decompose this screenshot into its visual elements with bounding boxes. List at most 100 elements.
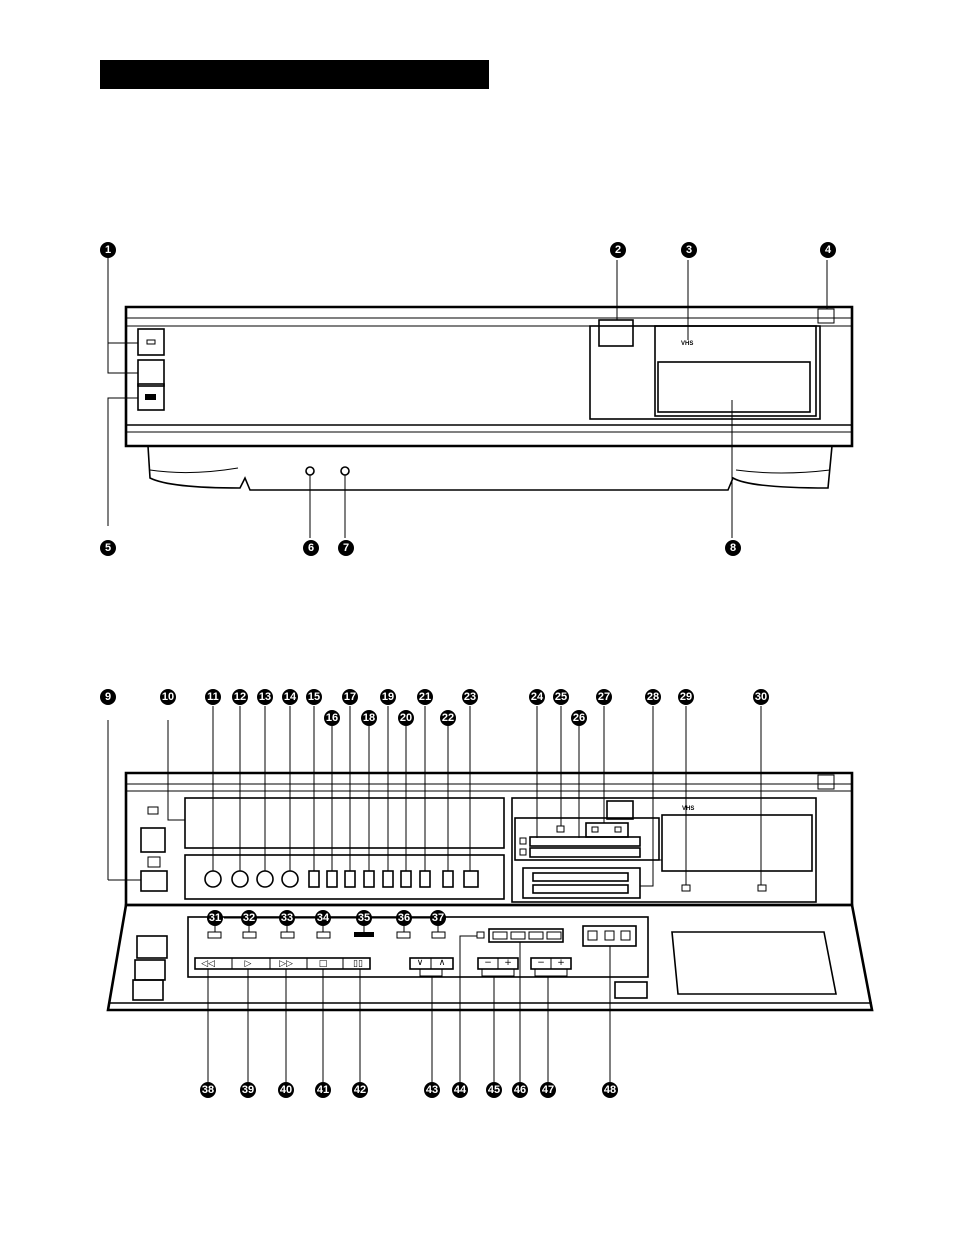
cassette-flap-button[interactable]	[599, 320, 633, 346]
callout-22: 22	[440, 710, 456, 726]
svg-text:2: 2	[615, 244, 621, 256]
svg-text:32: 32	[243, 912, 255, 924]
switch-16[interactable]	[327, 871, 337, 887]
knob-12[interactable]	[232, 871, 248, 887]
button-35[interactable]	[354, 932, 374, 937]
svg-text:47: 47	[542, 1084, 554, 1096]
indicator-25	[557, 826, 564, 832]
svg-text:5: 5	[105, 542, 111, 554]
play-button[interactable]: ▷	[245, 959, 252, 969]
callout-5: 5	[100, 540, 116, 556]
svg-text:46: 46	[514, 1084, 526, 1096]
callout-44: 44	[452, 1082, 468, 1098]
callout-33: 33	[279, 910, 295, 926]
button-33[interactable]	[281, 932, 294, 938]
button-31[interactable]	[208, 932, 221, 938]
svg-text:14: 14	[284, 691, 297, 703]
callout-8: 8	[725, 540, 741, 556]
knob-14[interactable]	[282, 871, 298, 887]
fast-forward-button[interactable]: ▷▷	[279, 959, 293, 969]
svg-text:36: 36	[398, 912, 410, 924]
callout-9: 9	[100, 689, 116, 705]
mode-buttons	[583, 926, 636, 946]
callout-27: 27	[596, 689, 612, 705]
knob-13[interactable]	[257, 871, 273, 887]
display-window	[658, 362, 810, 412]
pause-button[interactable]: ▯▯	[353, 959, 363, 969]
svg-text:37: 37	[432, 912, 444, 924]
switch-17[interactable]	[345, 871, 355, 887]
mic-jack[interactable]	[341, 467, 349, 475]
svg-text:26: 26	[573, 712, 585, 724]
svg-text:33: 33	[281, 912, 293, 924]
transport-panel	[188, 917, 648, 977]
button-34[interactable]	[317, 932, 330, 938]
slider-d[interactable]	[533, 885, 628, 893]
stop-button[interactable]: □	[319, 959, 328, 969]
switch-15[interactable]	[309, 871, 319, 887]
svg-text:16: 16	[326, 712, 338, 724]
side-button-a[interactable]	[137, 936, 167, 958]
callout-7: 7	[338, 540, 354, 556]
switch-18[interactable]	[364, 871, 374, 887]
switch-19[interactable]	[383, 871, 393, 887]
callout-21: 21	[417, 689, 433, 705]
svg-text:31: 31	[209, 912, 221, 924]
memory-buttons	[489, 929, 563, 942]
slider-a[interactable]	[530, 837, 640, 846]
display-window-2	[662, 815, 812, 871]
switch-21[interactable]	[420, 871, 430, 887]
plus-button-45[interactable]: +	[504, 958, 512, 968]
button-23[interactable]	[464, 871, 478, 887]
callout-25: 25	[553, 689, 569, 705]
callout-39: 39	[240, 1082, 256, 1098]
front-base	[148, 446, 832, 490]
button-32[interactable]	[243, 932, 256, 938]
callout-45: 45	[486, 1082, 502, 1098]
svg-text:15: 15	[308, 691, 320, 703]
slider-c[interactable]	[533, 873, 628, 881]
switch-22[interactable]	[443, 871, 453, 887]
cassette-flap-button-2[interactable]	[607, 801, 633, 819]
callout-6: 6	[303, 540, 319, 556]
callout-13: 13	[257, 689, 273, 705]
callout-10: 10	[160, 689, 176, 705]
timer-button[interactable]	[138, 360, 164, 386]
cover-button[interactable]	[615, 982, 647, 998]
minus-button-47[interactable]: −	[537, 958, 545, 968]
callout-35: 35	[356, 910, 372, 926]
callout-31: 31	[207, 910, 223, 926]
callout-41: 41	[315, 1082, 331, 1098]
channel-up-button[interactable]: ∧	[439, 958, 446, 968]
callout-16: 16	[324, 710, 340, 726]
callout-37: 37	[430, 910, 446, 926]
power-button-2[interactable]	[141, 828, 165, 852]
front-view: VHS	[108, 248, 852, 538]
side-button-b[interactable]	[135, 960, 165, 980]
plus-button-47[interactable]: +	[557, 958, 565, 968]
callout-34: 34	[315, 910, 331, 926]
button-36[interactable]	[397, 932, 410, 938]
switch-20[interactable]	[401, 871, 411, 887]
svg-text:27: 27	[598, 691, 610, 703]
side-button-c[interactable]	[133, 980, 163, 1000]
knob-11[interactable]	[205, 871, 221, 887]
eject-button-2[interactable]	[141, 871, 167, 891]
channel-down-button[interactable]: ∨	[417, 958, 424, 968]
button-37[interactable]	[432, 932, 445, 938]
svg-text:9: 9	[105, 691, 111, 703]
svg-text:30: 30	[755, 691, 767, 703]
callout-12: 12	[232, 689, 248, 705]
power-button[interactable]	[138, 329, 164, 355]
callout-36: 36	[396, 910, 412, 926]
minus-button-45[interactable]: −	[484, 958, 492, 968]
slider-b[interactable]	[530, 848, 640, 857]
callout-3: 3	[681, 242, 697, 258]
headphone-jack[interactable]	[306, 467, 314, 475]
svg-text:23: 23	[464, 691, 476, 703]
callout-1: 1	[100, 242, 116, 258]
svg-text:25: 25	[555, 691, 567, 703]
callout-42: 42	[352, 1082, 368, 1098]
cassette-area	[512, 798, 816, 902]
rewind-button[interactable]: ◁◁	[201, 959, 215, 969]
